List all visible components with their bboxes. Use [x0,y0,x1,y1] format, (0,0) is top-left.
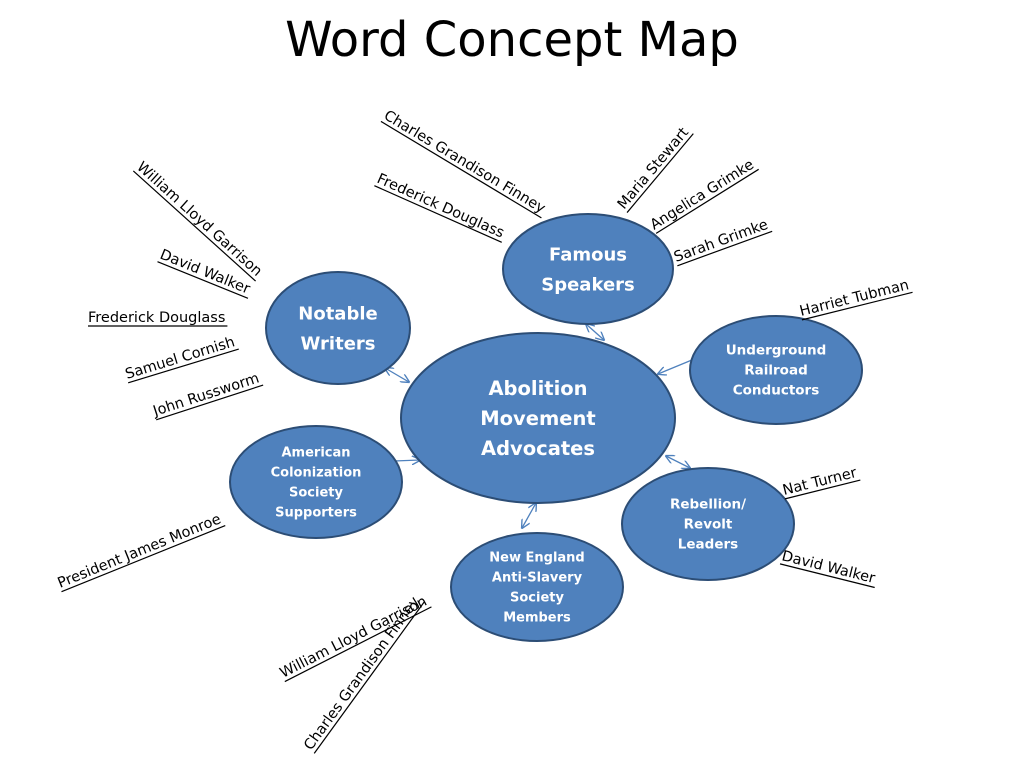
leaf-underline [313,601,425,754]
leaf-famous-speakers-4: Sarah Grimke [672,217,773,267]
connector-rebellion-revolt-leaders [666,456,690,468]
leaf-label: Charles Grandison Finney [381,108,548,217]
category-node-american-colonization-society-supporters-label-line: American [281,446,350,461]
leaf-underline [779,563,875,589]
leaf-underline [801,291,913,321]
category-node-american-colonization-society-supporters-label-line: Colonization [271,466,362,481]
leaf-notable-writers-4: John Russworm [150,370,264,421]
leaf-underline [626,133,694,213]
category-node-new-england-anti-slavery-society-members-label-line: Anti-Slavery [492,571,583,586]
category-node-american-colonization-society-supporters-label-line: Supporters [275,506,357,521]
leaf-notable-writers-3: Samuel Cornish [123,334,239,384]
category-node-new-england-anti-slavery-society-members-shape [450,532,624,642]
leaf-label: Nat Turner [781,465,858,499]
leaf-underline [61,524,226,593]
category-node-rebellion-revolt-leaders-label-line: Revolt [684,517,733,533]
category-node-rebellion-revolt-leaders-shape [621,467,795,581]
category-node-underground-railroad-conductors-label-line: Conductors [733,383,820,399]
leaf-underground-railroad-conductors-0: Harriet Tubman [798,277,913,321]
category-node-rebellion-revolt-leaders-label-line: Rebellion/ [670,497,746,513]
leaf-underline [784,479,861,500]
center-node-label-line: Abolition [488,377,587,400]
category-node-underground-railroad-conductors-label-line: Railroad [744,363,807,379]
leaf-underline [132,170,257,282]
center-node-label-line: Movement [480,407,596,430]
leaf-underline [156,384,264,421]
leaf-label: Samuel Cornish [123,334,236,383]
connector-new-england-anti-slavery-society-members [522,503,536,528]
category-node-new-england-anti-slavery-society-members-label-line: Members [503,611,571,626]
category-node-famous-speakers-label-line: Famous [549,244,627,265]
leaf-underline [284,606,432,683]
leaf-underline [655,168,759,234]
leaf-label: Sarah Grimke [672,217,770,266]
leaf-label: Harriet Tubman [798,277,910,320]
leaf-label: President James Monroe [56,511,224,591]
category-node-underground-railroad-conductors-label-line: Underground [726,343,827,359]
category-node-famous-speakers-shape [502,213,674,325]
leaf-american-colonization-society-supporters-0: President James Monroe [56,511,226,593]
leaf-underline [127,348,239,384]
leaf-underline [157,261,249,299]
category-node-famous-speakers-label-line: Speakers [541,274,635,295]
leaf-label: Charles Grandison Finney [301,594,423,754]
category-node-notable-writers-label-line: Writers [301,333,376,354]
leaf-underline [677,230,773,267]
category-node-new-england-anti-slavery-society-members-label-line: Society [510,591,564,606]
category-node-rebellion-revolt-leaders-label-line: Leaders [678,537,738,553]
center-node-shape [400,332,676,504]
category-node-notable-writers-shape [265,271,411,385]
category-node-american-colonization-society-supporters-label-line: Society [289,486,343,501]
slide-title: Word Concept Map [285,12,739,68]
leaf-underline [374,185,502,243]
leaf-new-england-anti-slavery-society-members-1: Charles Grandison Finney [301,594,425,754]
category-node-new-england-anti-slavery-society-members-label-line: New England [489,551,584,566]
leaf-notable-writers-2: Frederick Douglass [88,310,228,327]
leaf-label: Frederick Douglass [88,310,225,326]
category-node-american-colonization-society-supporters-shape [229,425,403,539]
connector-famous-speakers [586,324,604,340]
center-node-label-line: Advocates [481,437,595,460]
nodes: AbolitionMovementAdvocatesFamousSpeakers… [229,213,863,642]
leaf-label: John Russworm [150,370,261,420]
leaf-underline [380,120,542,219]
category-node-underground-railroad-conductors-shape [689,315,863,425]
leaf-rebellion-revolt-leaders-1: David Walker [779,548,877,589]
category-node-notable-writers-label-line: Notable [298,303,377,324]
leaf-famous-speakers-0: Charles Grandison Finney [380,108,548,219]
leaf-rebellion-revolt-leaders-0: Nat Turner [781,465,861,500]
connector-notable-writers [385,368,409,382]
